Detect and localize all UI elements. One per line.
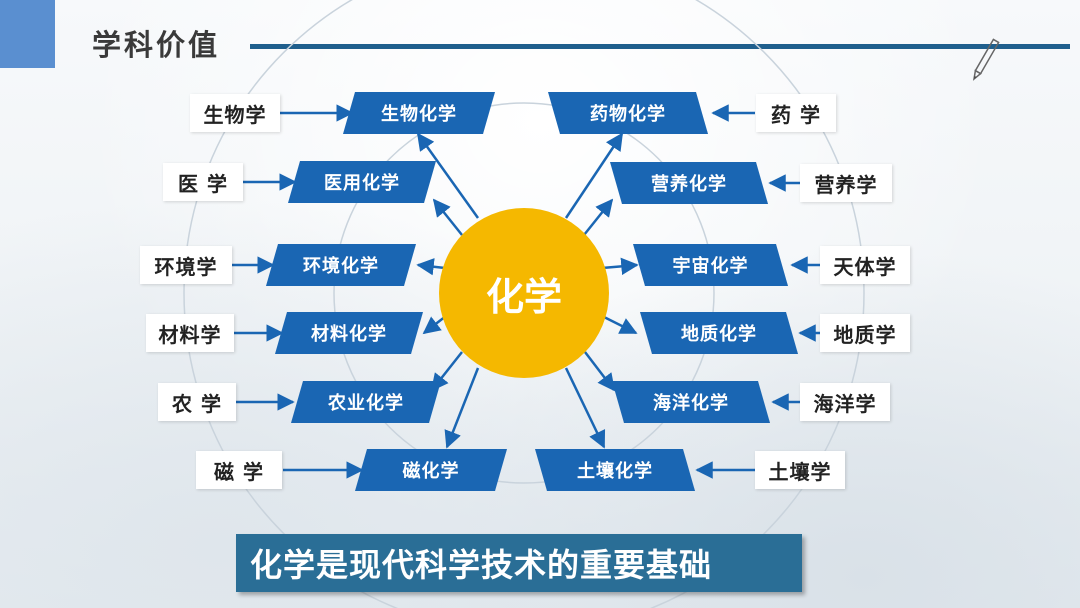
target-cosmochemistry: 宇宙化学	[633, 244, 788, 286]
corner-accent-block	[0, 0, 55, 68]
source-astronomy: 天体学	[820, 246, 910, 284]
target-agricultural-chemistry: 农业化学	[291, 381, 441, 423]
source-medicine: 医 学	[163, 163, 243, 201]
source-soil-science: 土壤学	[755, 451, 845, 489]
target-environmental-chemistry: 环境化学	[266, 244, 416, 286]
target-medical-chemistry: 医用化学	[288, 161, 436, 203]
source-geology: 地质学	[820, 314, 910, 352]
source-materials: 材料学	[146, 314, 234, 352]
target-biochemistry: 生物化学	[343, 92, 495, 134]
target-materials-chemistry: 材料化学	[275, 312, 423, 354]
target-soil-chemistry: 土壤化学	[535, 449, 695, 491]
title-rule	[250, 44, 1070, 49]
outer-ring	[183, 0, 865, 608]
left-source-arrows	[231, 104, 364, 479]
target-magnetochemistry: 磁化学	[355, 449, 507, 491]
inner-ring	[333, 102, 715, 484]
source-oceanography: 海洋学	[800, 383, 890, 421]
target-nutrition-chemistry: 营养化学	[610, 162, 768, 204]
page-title: 学科价值	[92, 28, 221, 62]
bottom-banner: 化学是现代科学技术的重要基础	[236, 534, 802, 592]
pencil-icon	[972, 38, 1000, 81]
target-geochemistry: 地质化学	[640, 312, 798, 354]
source-pharmacy: 药 学	[756, 94, 836, 132]
source-magnetism: 磁 学	[196, 451, 282, 489]
source-nutrition: 营养学	[800, 164, 892, 202]
source-environment: 环境学	[140, 246, 232, 284]
source-agriculture: 农 学	[158, 383, 236, 421]
source-biology: 生物学	[190, 94, 280, 132]
center-chemistry-circle: 化学	[439, 208, 609, 378]
target-marine-chemistry: 海洋化学	[612, 381, 770, 423]
target-medicinal-chemistry: 药物化学	[548, 92, 708, 134]
right-source-arrows	[695, 104, 820, 479]
